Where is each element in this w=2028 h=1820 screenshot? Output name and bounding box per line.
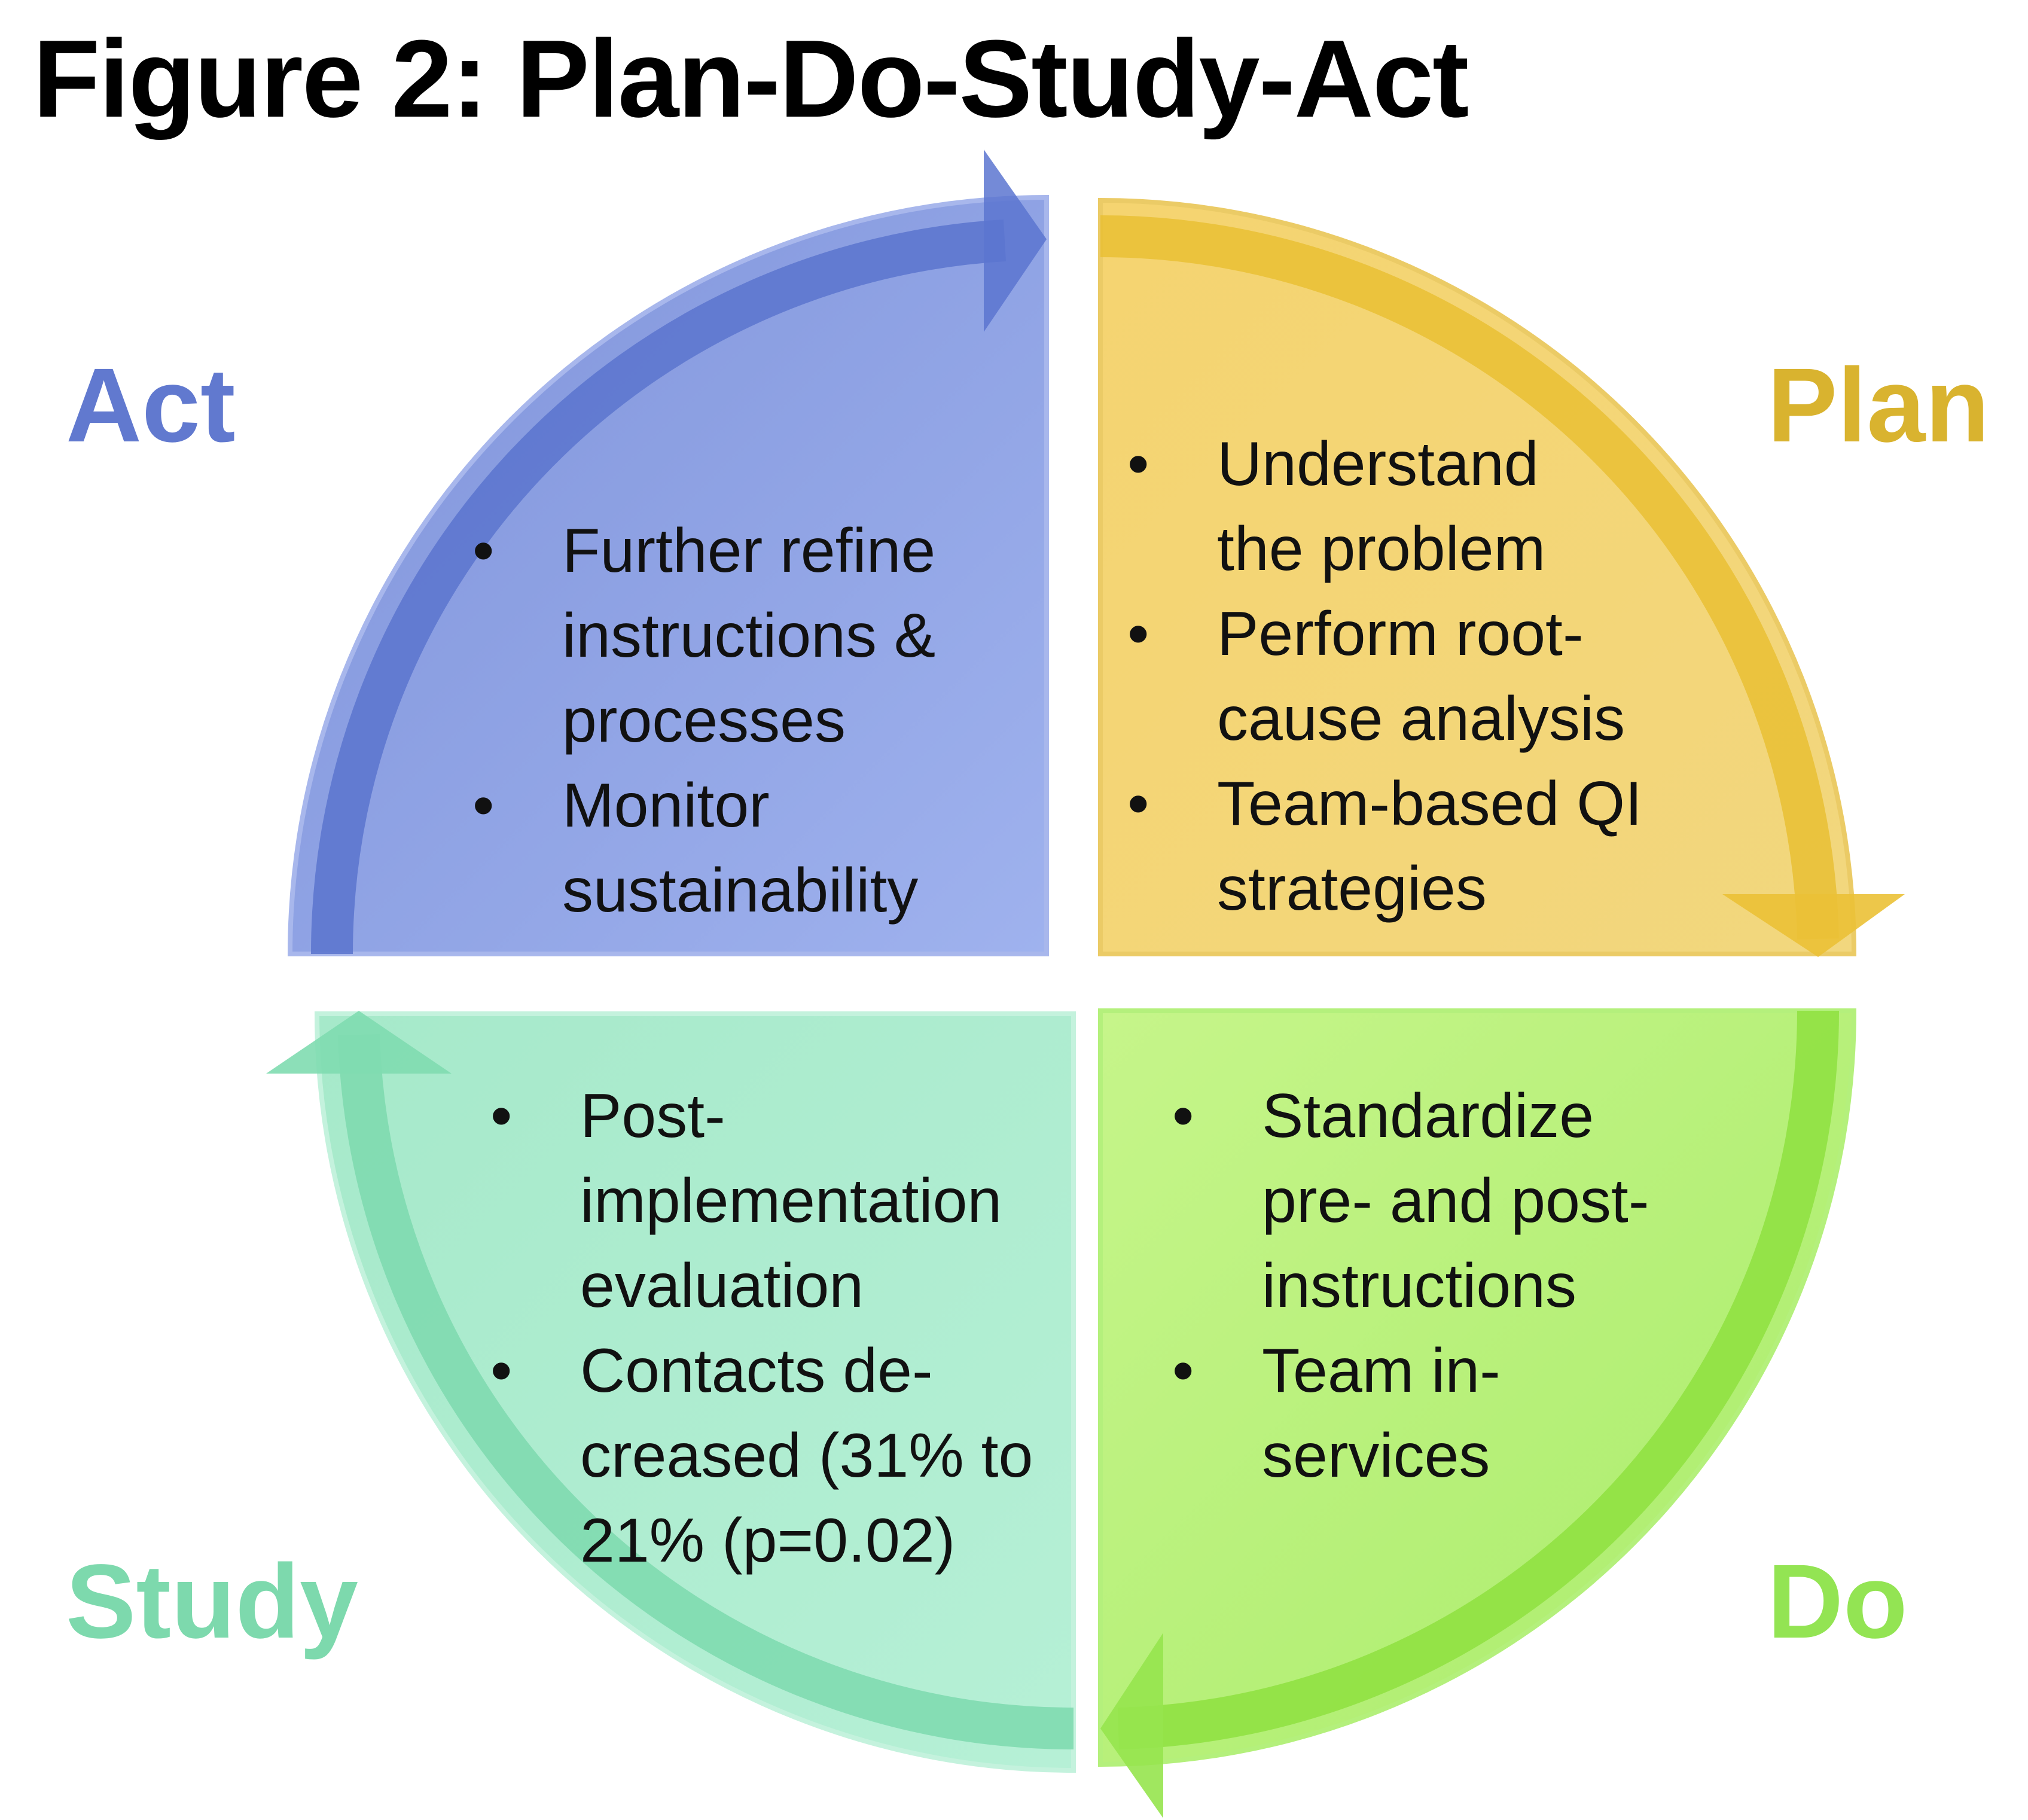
study-label: Study bbox=[66, 1543, 358, 1660]
act-bullet-list: Further refine instructions & processes … bbox=[472, 508, 935, 933]
plan-item-understand: Understand the problem bbox=[1127, 422, 1642, 592]
do-arrow-head bbox=[1100, 1633, 1163, 1818]
act-arrow-band bbox=[311, 220, 1007, 955]
study-item-contacts: Contacts de- creased (31% to 21% (p=0.02… bbox=[490, 1328, 1033, 1583]
plan-item-root-cause: Perform root- cause analysis bbox=[1127, 592, 1642, 761]
plan-bullet-list: Understand the problem Perform root- cau… bbox=[1127, 422, 1642, 931]
do-item-standardize: Standardize pre- and post- instructions bbox=[1172, 1074, 1649, 1328]
do-label: Do bbox=[1767, 1543, 1908, 1660]
do-bullet-list: Standardize pre- and post- instructions … bbox=[1172, 1074, 1649, 1498]
study-arrow-head bbox=[266, 1011, 452, 1074]
plan-arrow-head bbox=[1722, 894, 1905, 957]
figure-title: Figure 2: Plan-Do-Study-Act bbox=[33, 17, 1469, 140]
plan-label: Plan bbox=[1767, 347, 1990, 464]
study-bullet-list: Post- implementation evaluation Contacts… bbox=[490, 1074, 1033, 1583]
act-label: Act bbox=[66, 347, 236, 464]
plan-item-qi-strategies: Team-based QI strategies bbox=[1127, 761, 1642, 931]
study-item-evaluation: Post- implementation evaluation bbox=[490, 1074, 1033, 1328]
act-item-refine: Further refine instructions & processes bbox=[472, 508, 935, 763]
act-arrow-head bbox=[984, 150, 1047, 332]
do-item-in-services: Team in- services bbox=[1172, 1328, 1649, 1498]
do-arrow-band bbox=[1118, 1010, 1839, 1749]
act-item-monitor: Monitor sustainability bbox=[472, 763, 935, 933]
